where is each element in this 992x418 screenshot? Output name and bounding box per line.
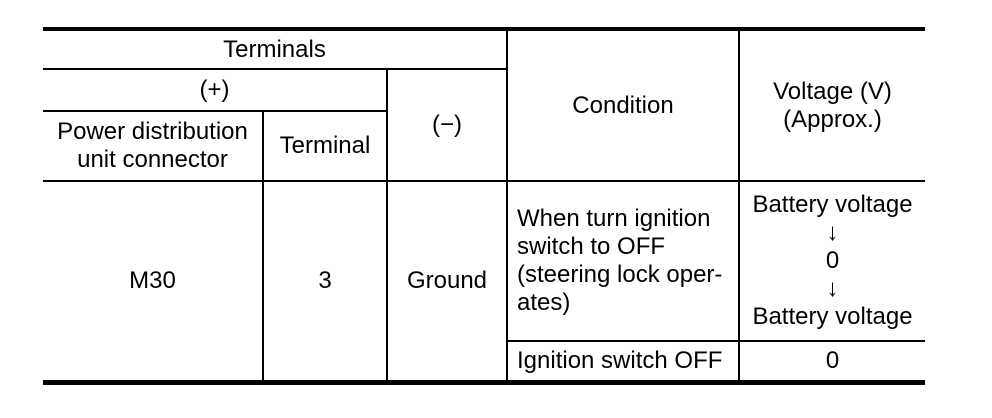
cell-voltage-1: Battery voltage ↓ 0 ↓ Battery voltage [738, 180, 925, 342]
cell-connector: M30 [43, 180, 264, 383]
header-plus: (+) [43, 68, 388, 112]
header-condition: Condition [506, 28, 740, 182]
header-terminal: Terminal [262, 110, 388, 182]
header-minus: (−) [386, 68, 508, 182]
header-row-terminals: Terminals Condition Voltage (V) (Approx.… [43, 28, 925, 182]
cell-condition-1: When turn ignition switch to OFF (steeri… [506, 180, 740, 342]
table-row: Ignition switch OFF 0 [43, 340, 925, 383]
header-terminals: Terminals [43, 28, 508, 70]
header-row-subcolumns: Power distribution unit connector Termin… [43, 110, 925, 182]
terminal-voltage-table: Terminals Condition Voltage (V) (Approx.… [43, 27, 925, 385]
cell-terminal: 3 [262, 180, 388, 383]
cell-negative: Ground [386, 180, 508, 383]
cell-voltage-2: 0 [738, 340, 925, 383]
header-voltage: Voltage (V) (Approx.) [738, 28, 925, 182]
header-row-polarity: (+) (−) [43, 68, 925, 182]
header-pdu-connector: Power distribution unit connector [43, 110, 264, 182]
cell-condition-2: Ignition switch OFF [506, 340, 740, 383]
table-row: M30 3 Ground When turn ignition switch t… [43, 180, 925, 383]
